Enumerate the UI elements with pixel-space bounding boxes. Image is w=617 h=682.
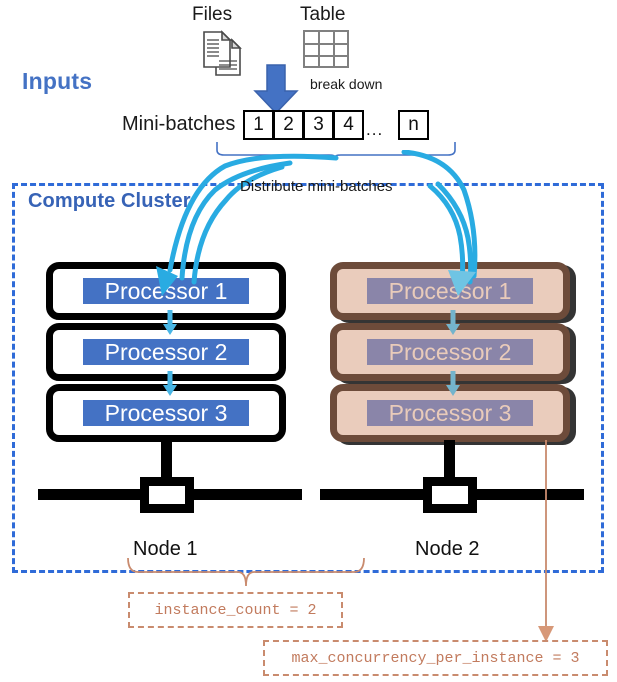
files-icon <box>203 30 242 76</box>
break-down-label: break down <box>310 76 383 92</box>
distribute-arrow-left-icon <box>156 153 339 296</box>
node-2-label: Node 2 <box>415 538 480 560</box>
node-1-label: Node 1 <box>133 538 198 560</box>
mini-batch-box-1: 1 <box>243 110 274 140</box>
node-2-stand-stem <box>444 440 455 486</box>
node-2-stand-box <box>423 477 477 513</box>
table-icon <box>303 30 349 68</box>
down-arrow-icon <box>253 64 299 115</box>
node-1-processor-3[interactable]: Processor 3 <box>46 384 286 442</box>
node-2-processor-2-label: Processor 2 <box>388 338 512 365</box>
mini-batch-box-2: 2 <box>273 110 304 140</box>
node-count-brace <box>127 557 365 587</box>
node-2-processor-3-fill <box>367 400 533 426</box>
mini-batch-box-3: 3 <box>303 110 334 140</box>
node-2-processor-1-fill <box>367 278 533 304</box>
node-2-rack: Processor 1 Processor 2 Processor 3 <box>330 262 576 445</box>
node-1-flow-arrow-2-icon <box>163 371 177 396</box>
distribute-arrow-right-icon <box>401 150 478 296</box>
inputs-section-label: Inputs <box>22 68 93 94</box>
node-2-processor-3-label: Processor 3 <box>388 399 512 426</box>
node-1-processor-3-label: Processor 3 <box>104 399 228 426</box>
node-2-flow-arrow-2-icon <box>446 371 460 396</box>
node-1-stand-box <box>140 477 194 513</box>
max-concurrency-annotation: max_concurrency_per_instance = 3 <box>263 640 608 676</box>
node-2-processor-1-label: Processor 1 <box>388 277 512 304</box>
files-source-label: Files <box>192 4 233 25</box>
node-1-flow-arrow-1-icon <box>163 310 177 335</box>
mini-batch-box-n: n <box>398 110 429 140</box>
node-2-processor-3[interactable]: Processor 3 <box>330 384 570 442</box>
instance-count-annotation: instance_count = 2 <box>128 592 343 628</box>
node-1-stand-stem <box>161 440 172 486</box>
node-1-processor-2-fill <box>83 339 249 365</box>
compute-cluster-title: Compute Cluster <box>28 190 191 212</box>
node-2-flow-arrow-1-icon <box>446 310 460 335</box>
distribute-mini-batches-label: Distribute mini-batches <box>240 178 393 195</box>
concurrency-pointer-arrow <box>538 440 554 642</box>
mini-batch-ellipsis: ... <box>366 120 384 139</box>
mini-batches-label: Mini-batches <box>122 113 236 135</box>
table-source-label: Table <box>300 4 346 25</box>
node-1-processor-3-fill <box>83 400 249 426</box>
node-1-processor-2-label: Processor 2 <box>104 338 228 365</box>
node-2-processor-2-fill <box>367 339 533 365</box>
mini-batch-box-4: 4 <box>333 110 364 140</box>
